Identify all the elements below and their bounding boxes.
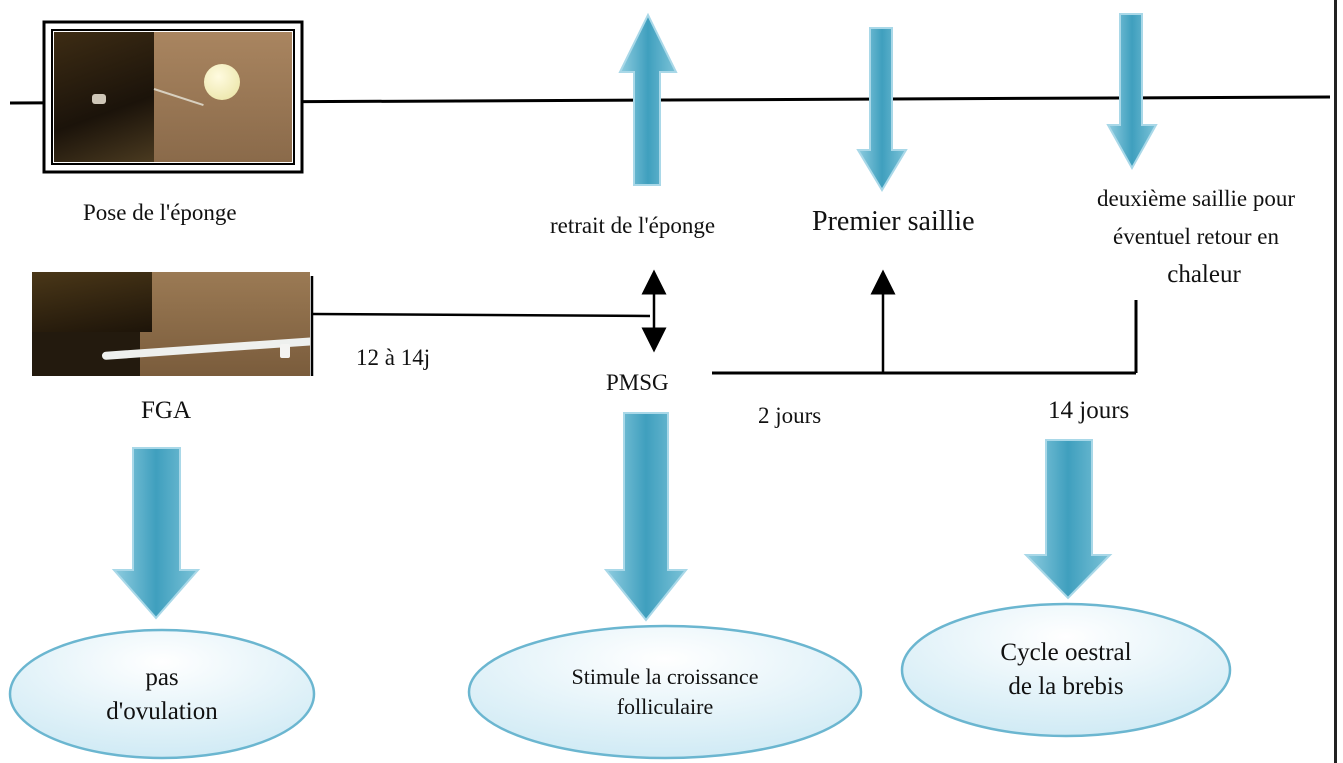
first-mating-arrow bbox=[856, 27, 908, 192]
no-ovulation-line-1: pas bbox=[145, 664, 179, 692]
two-days-label: 2 jours bbox=[758, 403, 822, 428]
oestrous-cycle-text: Cycle oestral de la brebis bbox=[910, 614, 1222, 726]
second-mating-arrow bbox=[1106, 13, 1158, 171]
second-mating-line-2: éventuel retour en bbox=[1112, 224, 1280, 249]
follicular-growth-text: Stimule la croissance folliculaire bbox=[480, 640, 850, 744]
fga-duration-line bbox=[311, 312, 651, 318]
sponge-insertion-label: Pose de l'éponge bbox=[83, 200, 237, 225]
sponge-removal-arrow bbox=[618, 12, 678, 186]
fga-applicator-photo bbox=[32, 272, 310, 376]
second-mating-line-3: chaleur bbox=[1167, 261, 1241, 288]
sponge-photo bbox=[54, 32, 292, 162]
second-mating-line-1: deuxième saillie pour bbox=[1097, 186, 1295, 211]
cycle-line-1: Cycle oestral bbox=[1000, 639, 1132, 667]
pmsg-label: PMSG bbox=[606, 370, 669, 395]
oestrous-cycle-ellipse bbox=[900, 602, 1232, 738]
page-right-border bbox=[1334, 0, 1337, 763]
pmsg-outcome-arrow bbox=[603, 412, 689, 622]
cycle-outcome-arrow bbox=[1023, 439, 1113, 600]
follicular-growth-ellipse bbox=[467, 624, 863, 760]
no-ovulation-ellipse bbox=[8, 628, 316, 760]
first-mating-label: Premier saillie bbox=[812, 206, 975, 237]
second-mating-label: deuxième saillie pour éventuel retour en… bbox=[1056, 180, 1336, 294]
sponge-removal-label: retrait de l'éponge bbox=[550, 213, 716, 238]
follicular-line-2: folliculaire bbox=[616, 694, 714, 719]
follicular-line-1: Stimule la croissance bbox=[571, 664, 759, 690]
cycle-line-2: de la brebis bbox=[1008, 673, 1124, 700]
no-ovulation-text: pas d'ovulation bbox=[20, 640, 304, 750]
fourteen-days-label: 14 jours bbox=[1048, 397, 1130, 424]
duration-12-14-label: 12 à 14j bbox=[356, 345, 431, 370]
fga-outcome-arrow bbox=[111, 447, 201, 620]
fga-label: FGA bbox=[141, 397, 192, 424]
no-ovulation-line-2: d'ovulation bbox=[106, 698, 218, 725]
